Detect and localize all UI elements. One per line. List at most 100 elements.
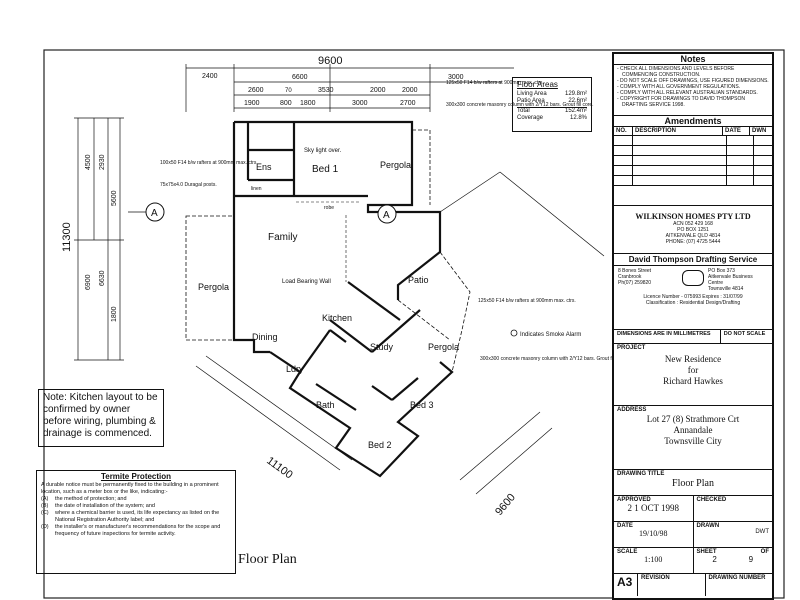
room-ens: Ens	[256, 162, 272, 172]
termite-intro: A durable notice must be permanently fix…	[41, 482, 219, 495]
top-dimension-lines	[185, 64, 514, 112]
room-bed2: Bed 2	[368, 440, 392, 450]
dim-top-11: 1800	[300, 100, 316, 107]
room-bath: Bath	[316, 400, 335, 410]
approved-stamp: 2 1 OCT 1998	[627, 503, 680, 513]
dim-left-4: 6900	[85, 274, 92, 290]
notes-section: Notes - CHECK ALL DIMENSIONS AND LEVELS …	[614, 54, 772, 116]
plan-title-label: Floor Plan	[238, 552, 297, 567]
section-marker-right-label: A	[383, 210, 390, 221]
project-line: for	[687, 365, 699, 375]
room-pergola-right: Pergola	[428, 342, 459, 352]
dim-top-8: 2000	[402, 87, 418, 94]
dim-top-3: 3000	[448, 74, 464, 81]
smoke-alarm-label: Indicates Smoke Alarm	[520, 332, 581, 338]
termite-title: Termite Protection	[100, 472, 172, 481]
building-walls	[232, 120, 454, 478]
notes-list: - CHECK ALL DIMENSIONS AND LEVELS BEFORE…	[614, 65, 772, 109]
note-item: - COMPLY WITH ALL RELEVANT AUSTRALIAN ST…	[617, 90, 758, 96]
dim-left-3: 5600	[111, 190, 118, 206]
smoke-alarm-legend: Indicates Smoke Alarm	[510, 329, 581, 338]
drafting-section: David Thompson Drafting Service 8 Bones …	[614, 254, 772, 330]
room-family: Family	[268, 232, 297, 243]
pergola-outlines	[185, 129, 471, 373]
dim-top-13: 2700	[400, 100, 416, 107]
builder-line: PO BOX 1251	[677, 227, 709, 233]
scale-value: 1:100	[644, 555, 663, 564]
address-line: Lot 27 (8) Strathmore Crt	[646, 414, 740, 424]
builder-name: WILKINSON HOMES PTY LTD	[635, 212, 751, 221]
robe-label: robe	[324, 205, 334, 211]
linen-label: linen	[251, 186, 262, 192]
address-section: ADDRESS Lot 27 (8) Strathmore Crt Annand…	[614, 406, 772, 470]
address-line: Annandale	[673, 425, 713, 435]
dim-right-depth: 9600	[493, 491, 518, 517]
rafters-left-note: 100x50 F14 b/w rafters at 900mm max. ctr…	[160, 160, 258, 166]
dim-bottom-width: 11100	[264, 455, 294, 482]
amendments-title: Amendments	[614, 116, 772, 127]
dim-top-1: 2400	[202, 73, 218, 80]
sheet-number: 2	[712, 555, 717, 564]
room-pergola-top: Pergola	[380, 160, 411, 170]
drawing-title-value: Floor Plan	[672, 478, 714, 489]
dim-left-6: 1800	[111, 306, 118, 322]
load-bearing-wall-label: Load Bearing Wall	[282, 279, 331, 285]
title-block: Notes - CHECK ALL DIMENSIONS AND LEVELS …	[612, 52, 774, 600]
room-ldry: Ldry	[286, 364, 304, 374]
kitchen-layout-note: Note: Kitchen layout to be confirmed by …	[38, 389, 164, 447]
notes-title: Notes	[614, 54, 772, 65]
dim-top-4: 2600	[248, 87, 264, 94]
builder-line: PHONE: (07) 4725 5444	[665, 239, 721, 245]
posts-left-note: 75x75x4.0 Duragal posts.	[160, 182, 217, 188]
drawing-title-section: DRAWING TITLE Floor Plan	[614, 470, 772, 496]
builder-line: ACN 052 429 168	[673, 221, 713, 227]
dim-top-7: 2000	[370, 87, 386, 94]
left-dimension-lines	[74, 117, 124, 361]
dim-left-2: 2930	[99, 154, 106, 170]
termite-protection-box: Termite Protection A durable notice must…	[36, 470, 236, 574]
section-marker-left-label: A	[151, 208, 158, 219]
room-patio: Patio	[408, 275, 429, 285]
dim-top-2: 6600	[292, 74, 308, 81]
size-row: A3 REVISION DRAWING NUMBER	[614, 574, 772, 596]
termite-item: (C)where a chemical barrier is used, its…	[41, 510, 220, 523]
room-bed1: Bed 1	[312, 164, 339, 175]
drafting-logo-icon	[682, 270, 704, 286]
note-item: - CHECK ALL DIMENSIONS AND LEVELS BEFORE…	[617, 66, 735, 78]
termite-item: (A)the method of protection; and	[41, 496, 127, 502]
date-value: 19/10/98	[639, 529, 668, 538]
amendments-rows	[614, 136, 772, 186]
sheet-size: A3	[614, 574, 638, 596]
rafters-top-note: 125x50 F14 b/w rafters at 900mm max. ctr…	[446, 80, 544, 86]
amendments-header: NO. DESCRIPTION DATE DWN	[614, 127, 772, 136]
classification-line: Classification : Residential Design/Draf…	[645, 300, 741, 306]
room-kitchen: Kitchen	[322, 313, 352, 323]
interior-hidden-lines	[296, 201, 360, 282]
address-line: Townsville City	[664, 436, 722, 446]
project-section: PROJECT New Residence for Richard Hawkes	[614, 344, 772, 406]
note-item: - COPYRIGHT FOR DRAWINGS TO DAVID THOMPS…	[617, 96, 745, 108]
termite-item: (B)the date of installation of the syste…	[41, 503, 155, 509]
dim-top-9: 1900	[244, 100, 260, 107]
builder-section: WILKINSON HOMES PTY LTD ACN 052 429 168 …	[614, 206, 772, 254]
skylight-label: Sky light over.	[304, 148, 342, 154]
dim-overall-depth: 11300	[61, 222, 73, 252]
amendments-section: Amendments NO. DESCRIPTION DATE DWN	[614, 116, 772, 206]
sheet-border	[43, 49, 785, 599]
room-study: Study	[370, 342, 394, 352]
note-item: - COMPLY WITH ALL GOVERNMENT REGULATIONS…	[617, 84, 741, 90]
dim-top-6: 3530	[318, 87, 334, 94]
dim-top-12: 3000	[352, 100, 368, 107]
drafting-name: David Thompson Drafting Service	[614, 254, 772, 266]
dim-top-5: 70	[285, 88, 292, 94]
builder-line: AITKENVALE QLD 4814	[665, 233, 721, 239]
dim-overall-width: 9600	[318, 55, 342, 67]
